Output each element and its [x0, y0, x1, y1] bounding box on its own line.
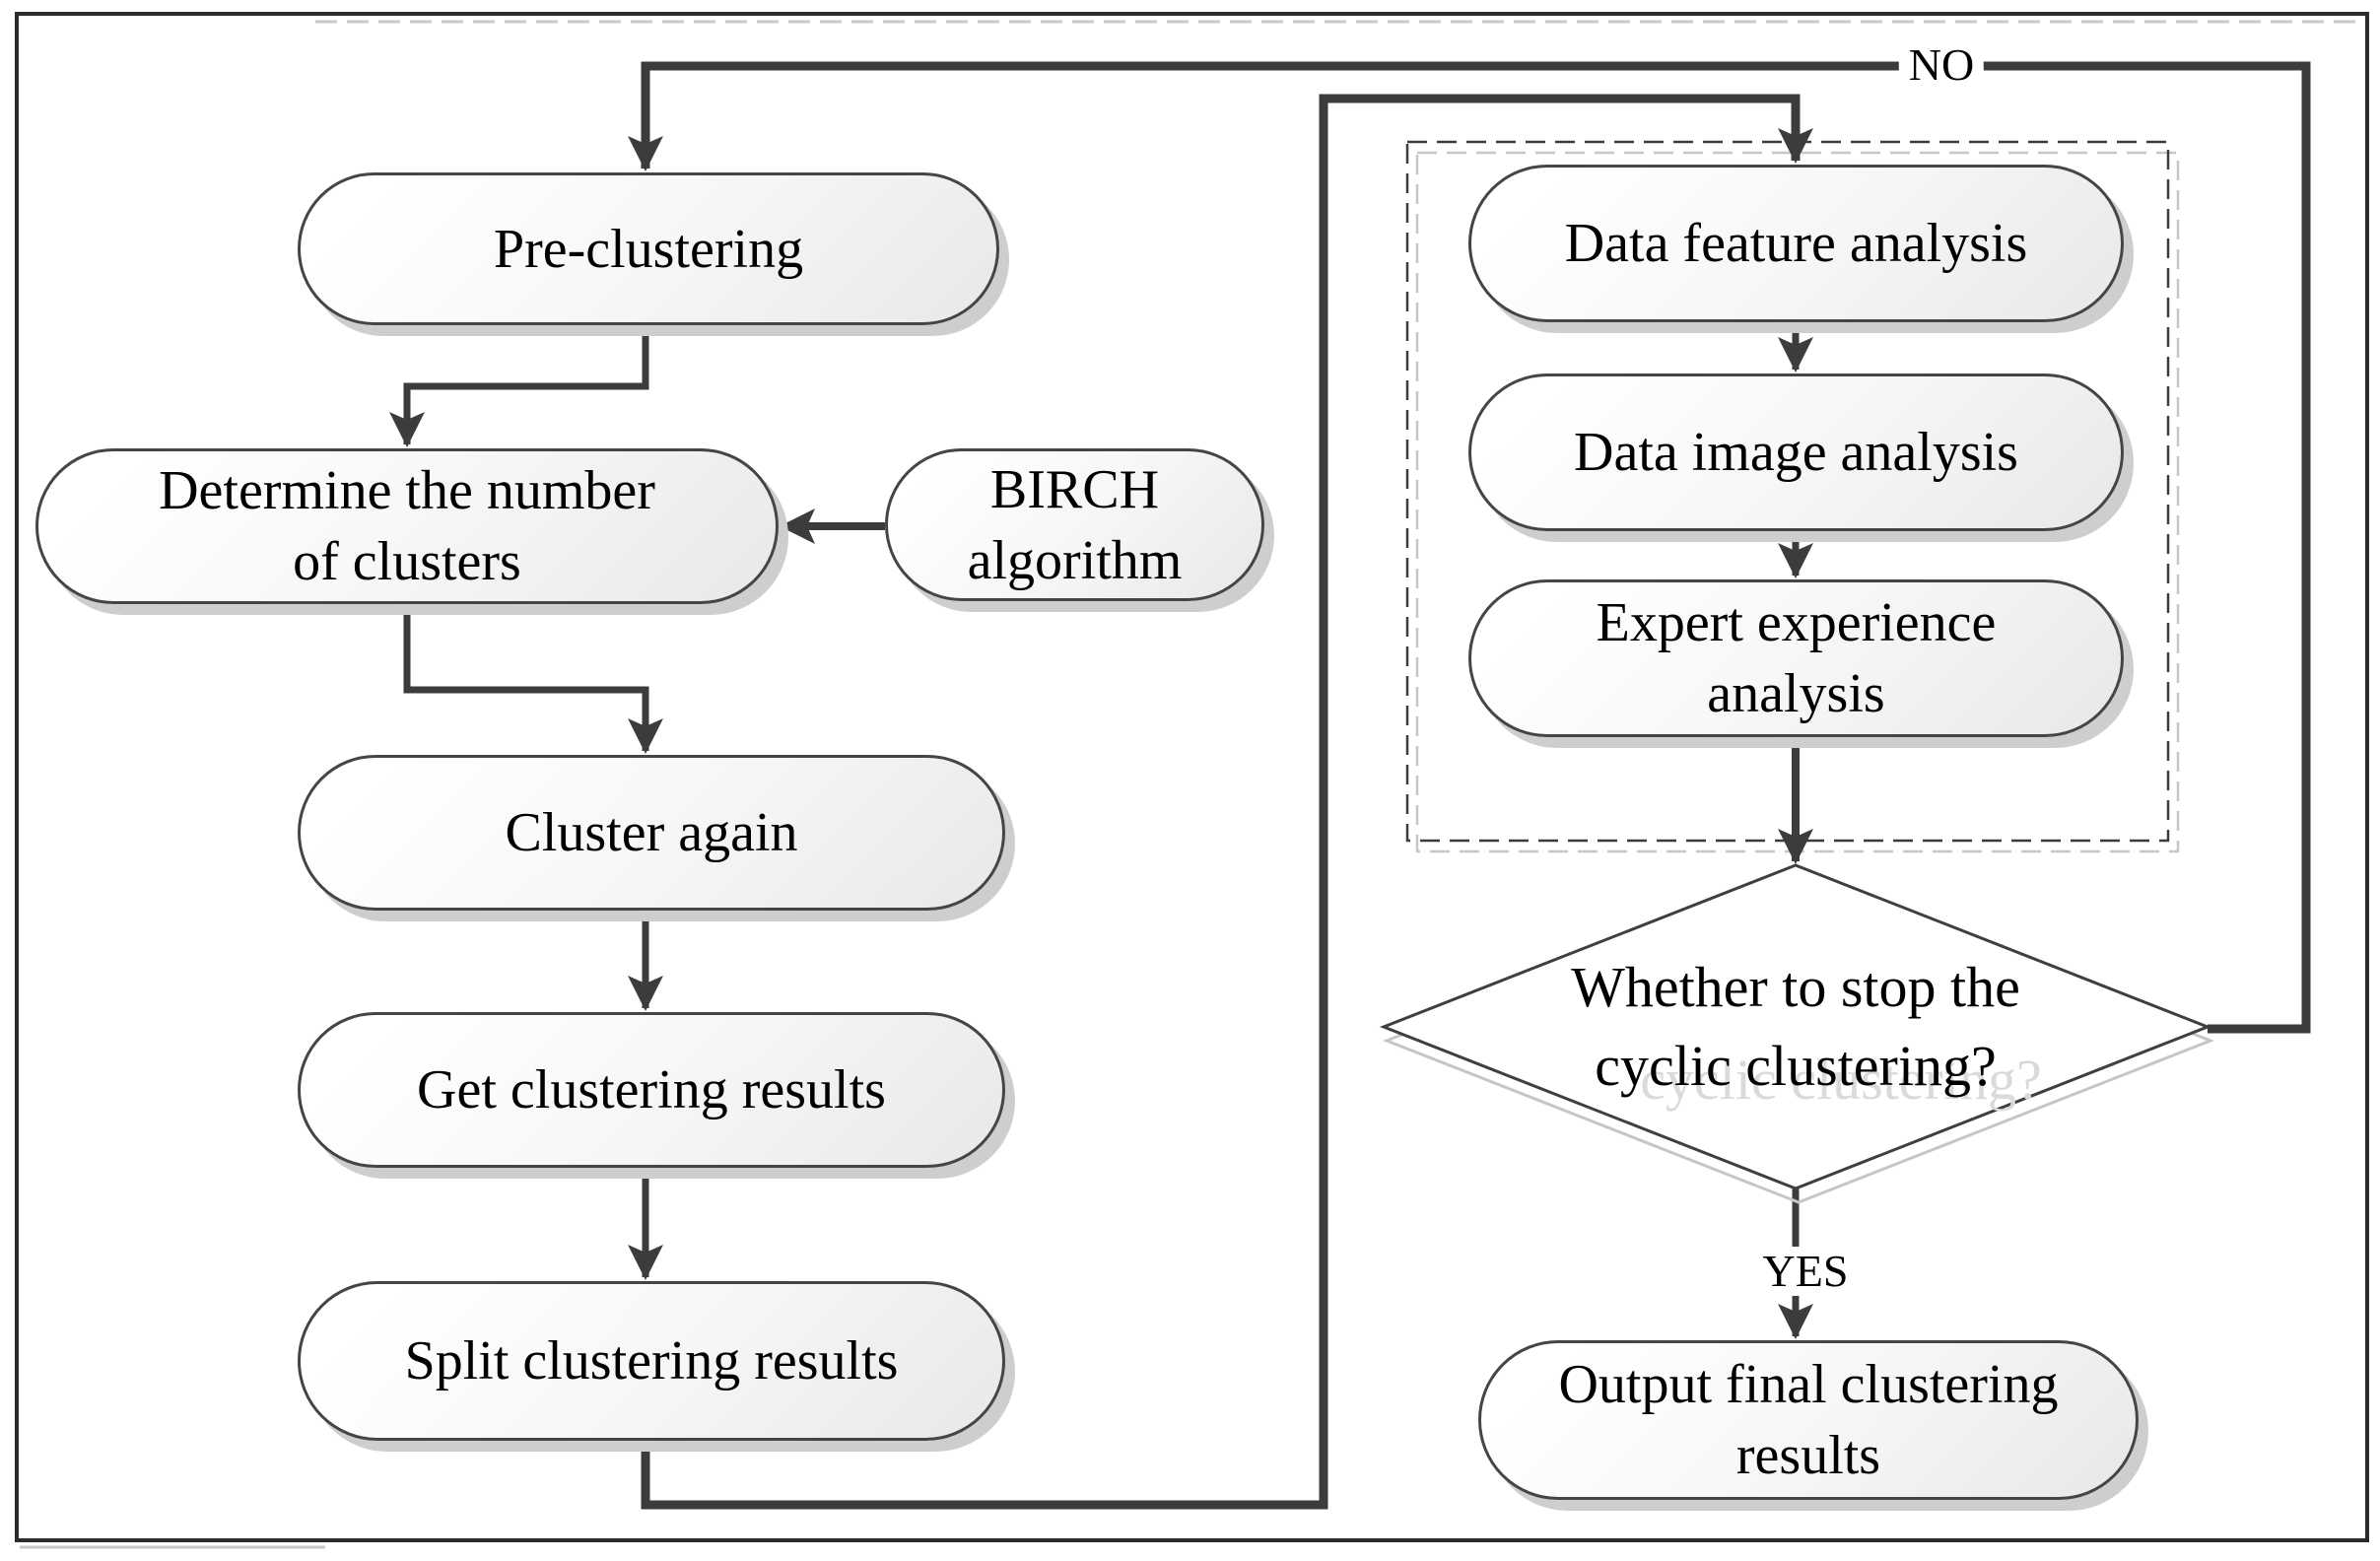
node-label-line2: of clusters	[293, 531, 521, 592]
node-label: Cluster again	[505, 802, 798, 863]
node-decision-stop-cyclic-clustering: Whether to stop the cyclic clustering?	[1451, 944, 2141, 1110]
connector-determine-to-cluster	[403, 604, 663, 754]
edge-label-yes: YES	[1752, 1247, 1859, 1296]
connector-pre-to-determine	[389, 325, 649, 447]
node-cluster-again: Cluster again	[298, 755, 1005, 911]
node-label-line2: results	[1735, 1425, 1881, 1486]
node-get-clustering-results: Get clustering results	[298, 1012, 1005, 1168]
node-label-line1: BIRCH	[989, 458, 1160, 520]
node-label: Data feature analysis	[1564, 213, 2028, 274]
node-label-line1: Determine the number	[159, 460, 655, 521]
node-label: Split clustering results	[404, 1330, 899, 1391]
node-label: Data image analysis	[1574, 422, 2018, 483]
node-split-clustering-results: Split clustering results	[298, 1281, 1005, 1441]
node-data-image-analysis: Data image analysis	[1468, 373, 2124, 531]
node-data-feature-analysis: Data feature analysis	[1468, 165, 2124, 322]
node-label-line1: Expert experience	[1596, 592, 1997, 653]
page-border	[15, 12, 2369, 1542]
node-label-line2: algorithm	[967, 529, 1183, 591]
decision-diamond	[1379, 863, 2212, 1190]
node-birch-algorithm: BIRCH algorithm	[885, 448, 1264, 601]
node-label: Pre-clustering	[493, 218, 804, 280]
node-determine-number-of-clusters: Determine the number of clusters	[35, 448, 779, 604]
decision-label-line2: cyclic clustering?	[1595, 1034, 1997, 1098]
node-pre-clustering: Pre-clustering	[298, 172, 999, 325]
edge-label-no: NO	[1898, 40, 1985, 90]
connector-no-loop	[628, 61, 2311, 1034]
connector-split-to-feature-loop	[641, 94, 1813, 1510]
node-output-final-clustering-results: Output final clustering results	[1478, 1340, 2139, 1500]
node-label-line2: analysis	[1707, 663, 1885, 724]
node-expert-experience-analysis: Expert experience analysis	[1468, 579, 2124, 737]
decision-label-line1: Whether to stop the	[1571, 955, 2020, 1019]
node-label-line1: Output final clustering	[1558, 1354, 2059, 1415]
node-label: Get clustering results	[417, 1059, 886, 1120]
